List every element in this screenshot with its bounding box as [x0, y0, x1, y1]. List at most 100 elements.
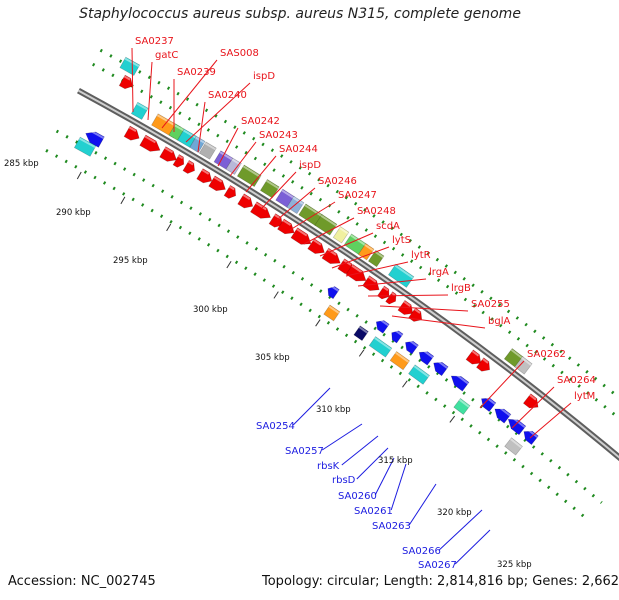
- forward-gene-5-shape: [196, 168, 213, 184]
- kbp-tick: [273, 291, 279, 299]
- reverse-cog-gene-6-gloss: [509, 438, 523, 449]
- forward-gene-24: [522, 393, 539, 409]
- reverse-gene-label: SA0254: [256, 421, 295, 432]
- forward-gene-label: lytM: [574, 391, 595, 402]
- forward-gene-label: SA0240: [208, 90, 247, 101]
- kbp-tick: [449, 415, 456, 423]
- reverse-cog-gene-6-shape: [504, 437, 523, 456]
- forward-gene-label: SA0255: [471, 299, 510, 310]
- reverse-gene-7: [481, 394, 497, 412]
- forward-leader: [479, 360, 525, 409]
- reverse-cog-gene-0-shape: [323, 304, 341, 322]
- forward-gene-label: lytR: [411, 250, 431, 261]
- kbp-tick: [76, 171, 82, 180]
- reverse-gene-3-shape: [405, 340, 419, 355]
- forward-gene-22-gloss: [471, 350, 480, 357]
- kbp-tick: [358, 349, 365, 357]
- kbp-label: 315 kbp: [378, 456, 413, 466]
- reverse-cog-gene-1: [353, 325, 369, 341]
- left-cog-b: [73, 136, 97, 157]
- reverse-gene-label: SA0260: [338, 491, 377, 502]
- reverse-gene-label: SA0267: [418, 560, 457, 571]
- kbp-label: 290 kbp: [56, 208, 91, 218]
- reverse-cog-gene-4-shape: [408, 364, 430, 385]
- forward-gene-7: [223, 184, 237, 199]
- reverse-gene-8-shape: [494, 408, 512, 424]
- forward-gene-9-gloss: [255, 202, 267, 211]
- kbp-label: 295 kbp: [113, 256, 148, 266]
- kbp-tick: [120, 196, 126, 205]
- forward-gene-label: SA0242: [241, 116, 280, 127]
- kbp-tick: [402, 380, 408, 388]
- forward-gene-label: ispD: [253, 71, 275, 82]
- forward-leader: [391, 315, 486, 329]
- cog-gene-13-shape: [332, 226, 350, 244]
- cog-gene-8: [259, 179, 280, 199]
- reverse-gene-8-gloss: [496, 405, 511, 417]
- cog-gene-12-gloss: [320, 214, 337, 227]
- gene-features: [73, 56, 539, 456]
- kbp-label: 325 kbp: [497, 560, 532, 570]
- cog-gene-17-shape: [387, 263, 415, 288]
- reverse-leader: [408, 483, 437, 526]
- forward-leader: [331, 246, 390, 269]
- kbp-tick: [226, 260, 232, 269]
- forward-gene-19-gloss: [391, 292, 396, 297]
- reverse-gene-7-gloss: [483, 394, 496, 405]
- cog-gene-17: [387, 263, 415, 288]
- forward-gene-0-shape: [123, 125, 140, 141]
- forward-leader: [289, 201, 336, 231]
- cog-gene-14-gloss: [350, 234, 368, 248]
- cog-gene-8-shape: [259, 179, 280, 199]
- forward-gene-label: ispD: [299, 160, 321, 171]
- reverse-gene-1-gloss: [377, 317, 389, 327]
- cog-gene-1-gloss: [174, 124, 184, 132]
- forward-gene-18-gloss: [382, 286, 389, 292]
- reverse-gene-label: SA0266: [402, 546, 441, 557]
- forward-gene-16-gloss: [351, 264, 363, 274]
- forward-gene-19-shape: [385, 291, 397, 305]
- forward-leader: [345, 261, 409, 277]
- forward-gene-3: [172, 154, 185, 168]
- reverse-leader: [438, 509, 483, 551]
- cog-gene-18-gloss: [136, 102, 148, 111]
- forward-leader: [367, 294, 449, 297]
- reverse-cog-gene-2-shape: [368, 336, 393, 358]
- left-fwd-a-gloss: [123, 75, 131, 81]
- reverse-gene-6-gloss: [453, 371, 469, 385]
- forward-gene-23-shape: [476, 357, 490, 372]
- forward-gene-4: [182, 159, 195, 174]
- kbp-label: 305 kbp: [255, 353, 290, 363]
- reverse-gene-7-shape: [481, 397, 497, 412]
- reverse-leader: [390, 463, 407, 511]
- cog-gene-2-gloss: [182, 129, 197, 139]
- forward-gene-label: SA0262: [527, 349, 566, 360]
- map-title: Staphylococcus aureus subsp. aureus N315…: [79, 6, 521, 22]
- forward-gene-label: gatC: [155, 50, 178, 61]
- forward-gene-17-gloss: [367, 276, 377, 283]
- cog-gene-15: [357, 243, 375, 261]
- reverse-gene-label: rbsD: [332, 475, 356, 486]
- forward-gene-23-gloss: [482, 358, 489, 364]
- reverse-gene-label: rbsK: [317, 461, 340, 472]
- reverse-cog-gene-6: [504, 437, 523, 456]
- forward-gene-17: [362, 275, 380, 291]
- reverse-gene-0-shape: [327, 286, 340, 300]
- cog-gene-19-gloss: [510, 348, 523, 360]
- forward-gene-13: [307, 238, 325, 254]
- left-cog-b-shape: [73, 136, 97, 157]
- reverse-gene-label: SA0261: [354, 506, 393, 517]
- forward-gene-6-shape: [208, 175, 226, 192]
- forward-leader: [357, 278, 427, 287]
- forward-gene-10-shape: [268, 213, 283, 228]
- forward-gene-16-shape: [345, 263, 367, 282]
- forward-gene-24-gloss: [529, 394, 537, 401]
- cog-gene-15-shape: [357, 243, 375, 261]
- reverse-cog-gene-5-gloss: [458, 398, 470, 408]
- forward-gene-6: [208, 175, 226, 192]
- forward-gene-12-gloss: [296, 228, 308, 237]
- cog-gene-20-gloss: [521, 356, 532, 366]
- kbp-label: 285 kbp: [4, 159, 39, 169]
- reverse-gene-label: SA0263: [372, 521, 411, 532]
- forward-gene-2: [159, 146, 177, 162]
